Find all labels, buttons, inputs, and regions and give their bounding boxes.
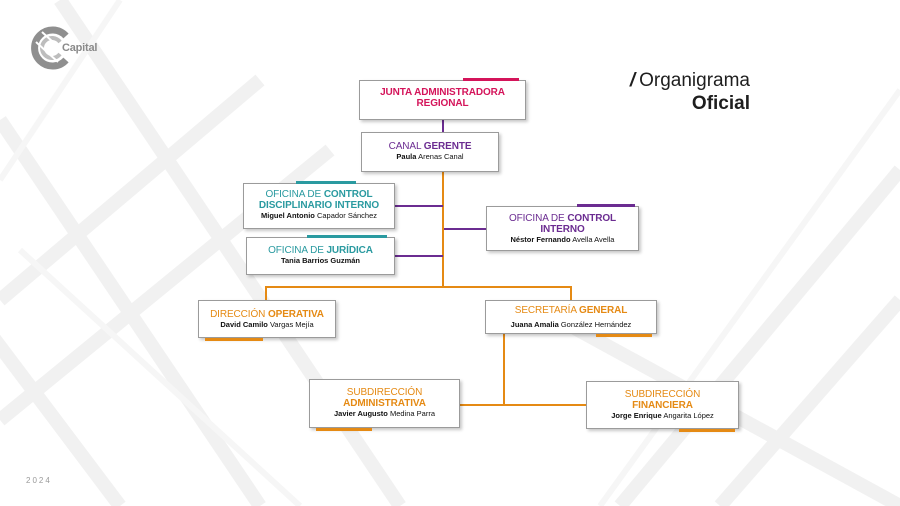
connector-sub-horizontal [460, 404, 586, 406]
node-title-bold: CONTROL INTERNO [540, 213, 617, 235]
person-name-rest: Avella Avella [572, 235, 615, 244]
person-name-bold: Miguel Antonio [260, 211, 315, 220]
person-name-bold: Juana Amalia [510, 320, 559, 329]
title-line2: Oficial [691, 93, 750, 114]
accent-bar [205, 338, 263, 341]
title-line1: Organigrama [639, 70, 750, 91]
node-direccion-operativa: DIRECCIÓN OPERATIVA David Camilo Vargas … [198, 300, 336, 341]
node-juridica: OFICINA DE JURÍDICA Tania Barrios Guzmán [246, 235, 395, 275]
node-junta-administradora: JUNTA ADMINISTRADORA REGIONAL [359, 78, 526, 120]
accent-bar [679, 429, 735, 432]
accent-bar [307, 235, 387, 238]
node-title-bold: GENERAL [579, 305, 628, 316]
person-name-bold: Jorge Enrique [611, 411, 662, 420]
connector-gerente-trunk [442, 172, 444, 288]
person-name-rest: Angarita López [663, 411, 714, 420]
person-name-bold: Javier Augusto [333, 409, 388, 418]
node-title-light: OFICINA DE [508, 213, 565, 224]
node-title-bold: GERENTE [423, 141, 472, 152]
person-name-bold: Tania Barrios Guzmán [280, 256, 361, 265]
node-title-bold: ADMINISTRATIVA [343, 398, 426, 409]
node-subdireccion-financiera: SUBDIRECCIÓN FINANCIERA Jorge Enrique An… [586, 381, 739, 432]
accent-bar [596, 334, 652, 337]
connector-operativa-drop [265, 286, 267, 300]
node-title-bold: CONTROL DISCIPLINARIO INTERNO [258, 189, 380, 211]
node-title-light: SECRETARÍA [514, 305, 577, 316]
person-name-bold: Paula [396, 152, 417, 161]
title-prefix: / [629, 70, 636, 91]
accent-bar [463, 78, 519, 81]
node-title-light: CANAL [388, 141, 422, 152]
connector-secretaria-sub [503, 334, 505, 406]
node-title-light: SUBDIRECCIÓN [624, 389, 701, 400]
node-title-bold: FINANCIERA [632, 400, 693, 411]
accent-bar [296, 181, 356, 184]
connector-level2-horizontal [265, 286, 572, 288]
connector-secretaria-drop [570, 286, 572, 300]
capital-logo-icon [31, 26, 69, 70]
node-title-light: DIRECCIÓN [210, 309, 266, 320]
node-title-bold: JURÍDICA [326, 245, 373, 256]
node-title-bold: OPERATIVA [267, 309, 324, 320]
connector-juridica [395, 255, 443, 257]
accent-bar [316, 428, 372, 431]
person-name-rest: Medina Parra [389, 409, 436, 418]
person-name-rest: González Hernández [560, 320, 632, 329]
person-name-bold: Néstor Fernando [510, 235, 571, 244]
connector-junta-gerente [442, 120, 444, 132]
person-name-rest: Arenas Canal [418, 152, 464, 161]
node-control-interno: OFICINA DE CONTROL INTERNO Néstor Fernan… [486, 204, 639, 251]
node-control-disciplinario: OFICINA DE CONTROL DISCIPLINARIO INTERNO… [243, 181, 395, 229]
connector-control-disciplinario [395, 205, 443, 207]
page-title: /Organigrama Oficial [560, 70, 750, 116]
person-name-rest: Capador Sánchez [316, 211, 378, 220]
logo-text: Capital [62, 42, 98, 54]
node-canal-gerente: CANAL GERENTE Paula Arenas Canal [361, 132, 499, 172]
node-secretaria-general: SECRETARÍA GENERAL Juana Amalia González… [485, 300, 657, 337]
accent-bar [577, 204, 635, 207]
person-name-bold: David Camilo [220, 320, 268, 329]
node-subdireccion-administrativa: SUBDIRECCIÓN ADMINISTRATIVA Javier Augus… [309, 379, 460, 431]
year-label: 2024 [26, 476, 52, 485]
node-title-light: OFICINA DE [265, 189, 322, 200]
connector-control-interno [444, 228, 486, 230]
node-title: JUNTA ADMINISTRADORA REGIONAL [380, 87, 505, 109]
person-name-rest: Vargas Mejía [269, 320, 314, 329]
node-title-light: OFICINA DE [268, 245, 324, 256]
node-title-light: SUBDIRECCIÓN [346, 387, 423, 398]
